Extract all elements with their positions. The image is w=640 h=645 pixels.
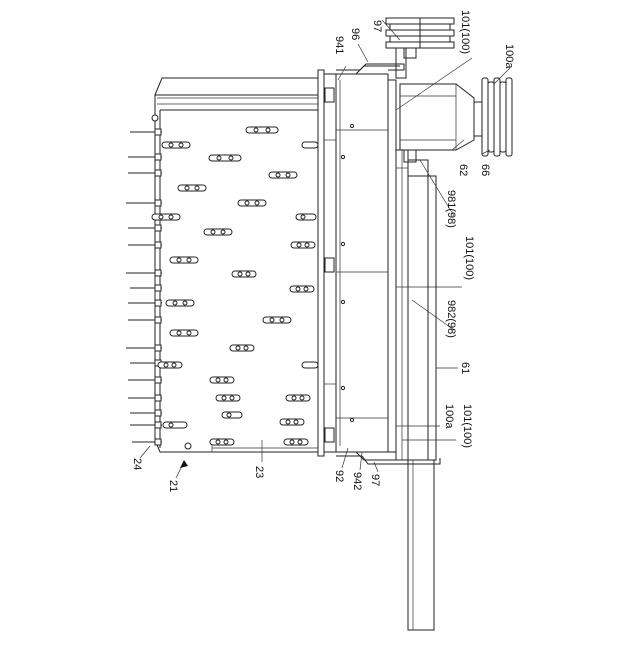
side-pulley (474, 78, 512, 156)
label-23: 23 (253, 466, 265, 478)
label-97-bottom: 97 (369, 474, 381, 486)
label-97-top: 97 (371, 20, 383, 32)
label-62: 62 (457, 164, 469, 176)
drum-teeth (152, 127, 318, 449)
label-92: 92 (333, 470, 345, 482)
label-941: 941 (333, 36, 345, 54)
label-100a-bottom: 100a (443, 404, 455, 429)
label-982-98: 982(98) (445, 300, 457, 338)
label-96: 96 (349, 28, 361, 40)
gearbox (400, 84, 474, 162)
label-24: 24 (131, 458, 143, 470)
top-pulley (386, 18, 454, 78)
label-101-100-mid: 101(100) (463, 236, 475, 280)
bracket-bottom (336, 452, 440, 464)
label-66: 66 (479, 164, 491, 176)
label-101-100-bottom: 101(100) (461, 404, 473, 448)
label-21: 21 (167, 480, 179, 492)
label-942: 942 (351, 472, 363, 490)
end-plate (318, 70, 336, 456)
label-61: 61 (459, 362, 471, 374)
bracket-top (336, 64, 404, 74)
label-981-98: 981(98) (445, 190, 457, 228)
left-teeth (126, 129, 162, 445)
label-101-100-top: 101(100) (459, 10, 471, 54)
reference-labels: 97 941 96 101(100) 100a 62 66 981(98) 10… (131, 10, 515, 492)
label-100a-top: 100a (503, 44, 515, 69)
tube-61 (408, 176, 436, 630)
